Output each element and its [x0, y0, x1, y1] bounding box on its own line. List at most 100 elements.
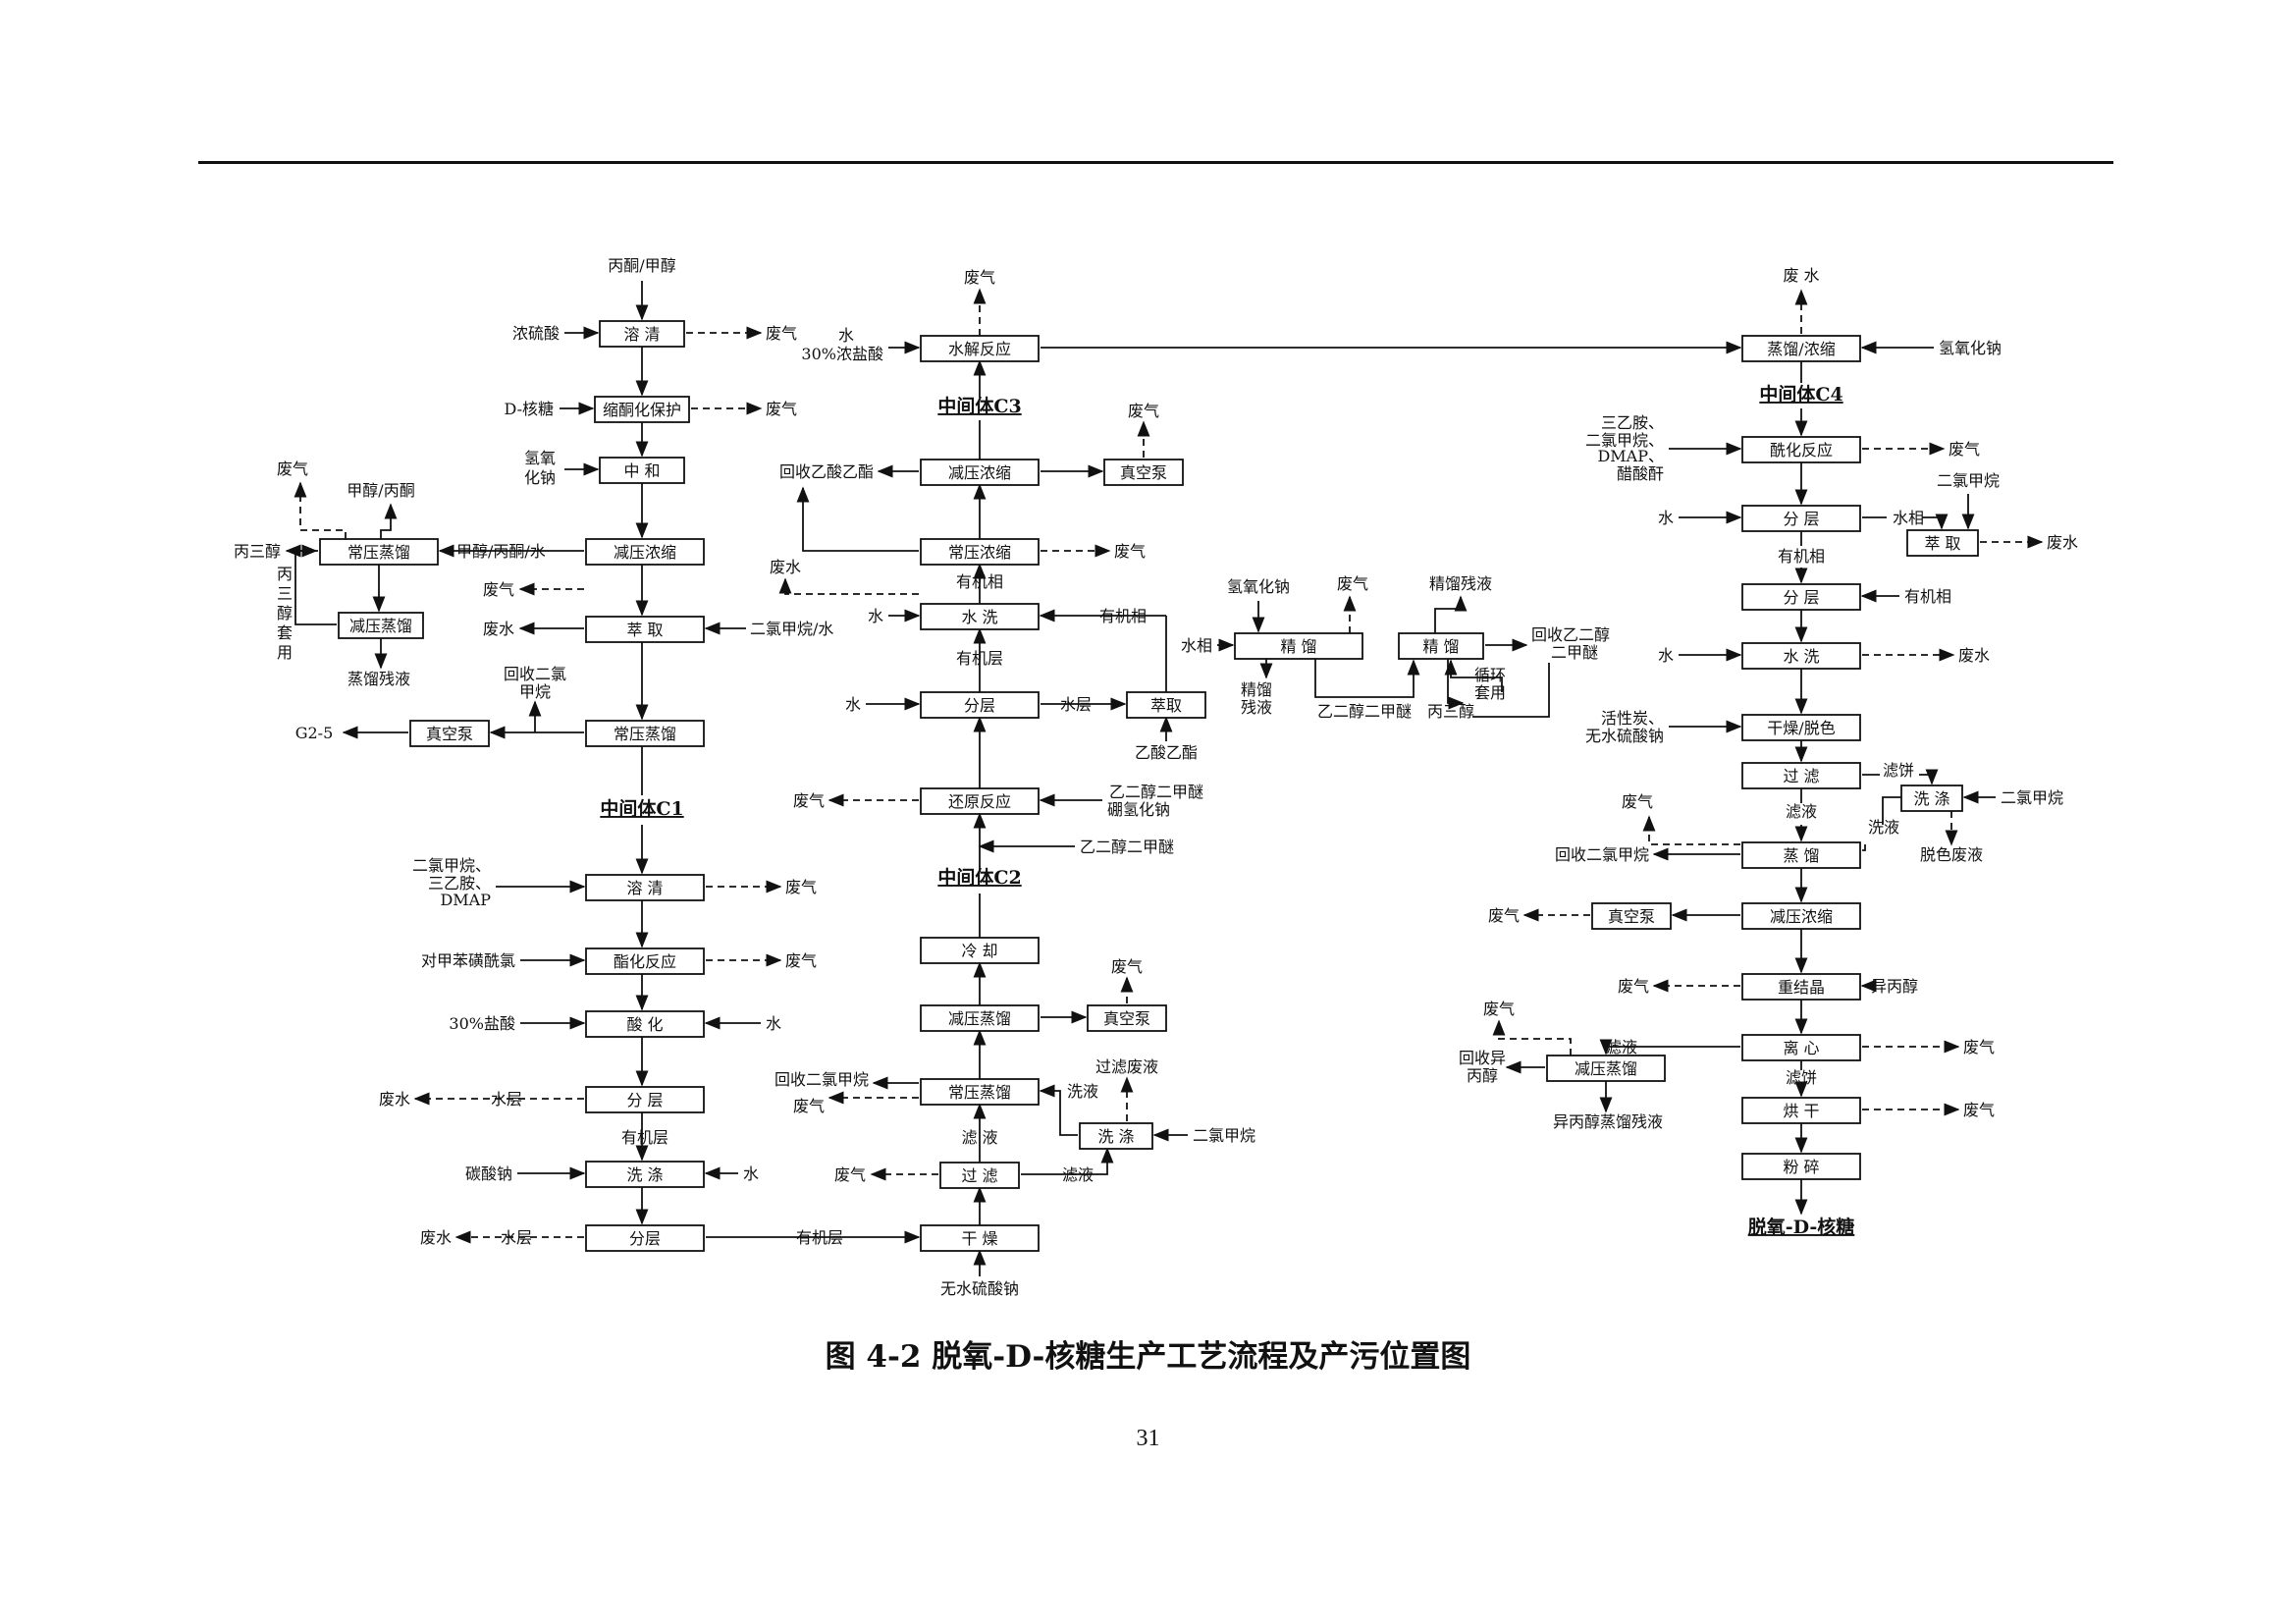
process-step-m-vacpump2: 真空泵	[1103, 459, 1184, 486]
stream-label: 水层	[1060, 695, 1092, 714]
stream-label: 废水	[2047, 533, 2078, 552]
stream-label: 有机相	[1099, 607, 1147, 625]
svg-text:醇: 醇	[277, 604, 293, 623]
process-step-r-centri: 离 心	[1741, 1034, 1861, 1061]
process-step-m-filter: 过 滤	[939, 1162, 1020, 1189]
process-step-label: 减压蒸馏	[948, 1009, 1011, 1028]
svg-text:丙: 丙	[277, 565, 293, 583]
stream-label: 废水	[379, 1090, 410, 1109]
stream-label: 30%盐酸	[449, 1014, 515, 1033]
stream-label: 异丙醇蒸馏残液	[1553, 1112, 1663, 1131]
process-step-label: 萃 取	[1924, 534, 1960, 553]
process-step-m-vacpump: 真空泵	[1087, 1004, 1167, 1032]
process-step-c2a-layer2: 分层	[585, 1224, 705, 1252]
process-step-label: 酰化反应	[1770, 441, 1833, 460]
stream-label: 无水硫酸钠	[940, 1279, 1019, 1298]
stream-label: 有机相	[1778, 547, 1825, 566]
stream-label: 水	[845, 695, 861, 714]
process-step-label: 萃取	[1150, 696, 1182, 715]
stream-label: 脱色废液	[1920, 845, 1983, 864]
stream-label: 回收二氯甲烷	[774, 1070, 869, 1089]
stream-label: 循环	[1474, 666, 1506, 684]
page-header-rule	[198, 161, 2113, 164]
stream-label: 有机相	[1904, 587, 1951, 606]
process-step-c2a-acid: 酸 化	[585, 1010, 705, 1038]
process-step-label: 还原反应	[948, 792, 1011, 811]
stream-label: DMAP	[440, 891, 491, 909]
process-step-m-atmconc: 常压浓缩	[920, 538, 1040, 566]
stream-label: 滤液	[1062, 1165, 1094, 1184]
process-step-label: 水解反应	[948, 340, 1011, 358]
stream-label: 无水硫酸钠	[1585, 727, 1664, 745]
process-step-label: 洗 涤	[1097, 1127, 1134, 1146]
intermediate-heading: 脱氧-D-核糖	[1748, 1216, 1855, 1238]
process-step-c1-neutral: 中 和	[599, 457, 685, 484]
process-step-label: 离 心	[1783, 1039, 1819, 1057]
process-step-r-acyl: 酰化反应	[1741, 436, 1861, 463]
stream-label: 废气	[1949, 440, 1980, 459]
process-step-label: 常压蒸馏	[948, 1083, 1011, 1102]
process-step-label: 分层	[629, 1229, 661, 1248]
stream-label: 乙二醇二甲醚	[1317, 702, 1412, 721]
stream-label: 套用	[1474, 683, 1506, 702]
process-step-label: 真空泵	[1608, 907, 1655, 926]
process-step-label: 水 洗	[961, 608, 997, 626]
process-steps: 溶 清缩酮化保护中 和减压浓缩常压蒸馏减压蒸馏萃 取常压蒸馏真空泵溶 清酯化反应…	[319, 320, 1979, 1252]
process-step-label: 分 层	[1783, 510, 1819, 528]
process-step-m-vacconc: 减压浓缩	[920, 459, 1040, 486]
stream-label: 废气	[785, 878, 817, 896]
process-step-c2a-dissolve: 溶 清	[585, 874, 705, 901]
process-step-label: 减压浓缩	[948, 463, 1011, 482]
intermediate-heading: 中间体C3	[937, 395, 1021, 417]
process-step-label: 蒸馏/浓缩	[1767, 340, 1835, 358]
process-step-r-filter: 过 滤	[1741, 762, 1861, 789]
stream-label: 废气	[766, 400, 797, 418]
stream-label: 二氯甲烷	[2001, 788, 2063, 807]
figure-caption: 图 4-2 脱氧-D-核糖生产工艺流程及产污位置图	[825, 1339, 1471, 1375]
process-step-rect-2: 精 馏	[1398, 632, 1484, 660]
process-step-r-layer2: 分 层	[1741, 583, 1861, 611]
stream-label: 洗液	[1067, 1082, 1098, 1101]
stream-label: 废水	[420, 1228, 452, 1247]
intermediate-heading: 中间体C4	[1759, 383, 1842, 406]
stream-label: 甲烷	[519, 682, 551, 701]
stream-label: 废气	[1618, 977, 1649, 996]
stream-label: 水相	[1181, 636, 1212, 655]
stream-label: 废气	[1128, 402, 1159, 420]
process-step-label: 减压浓缩	[1770, 907, 1833, 926]
process-step-c1-dissolve: 溶 清	[599, 320, 685, 348]
stream-label: 水层	[491, 1090, 522, 1109]
process-step-label: 真空泵	[1120, 463, 1167, 482]
process-step-r-washcake: 洗 涤	[1900, 785, 1963, 812]
process-step-m-extract: 萃取	[1126, 691, 1206, 719]
stream-label: 浓硫酸	[512, 324, 560, 343]
process-step-label: 干燥/脱色	[1767, 719, 1835, 737]
stream-label: 有机相	[956, 572, 1003, 591]
process-step-label: 常压浓缩	[948, 543, 1011, 562]
process-step-c2a-layer: 分 层	[585, 1086, 705, 1113]
process-step-label: 洗 涤	[626, 1165, 663, 1184]
stream-label: 碳酸钠	[465, 1164, 512, 1183]
stream-label: 废气	[1114, 542, 1146, 561]
stream-label: 二氯甲烷	[1937, 471, 2000, 490]
stream-label: 乙酸乙酯	[1135, 743, 1198, 762]
stream-label: 回收二氯甲烷	[1555, 845, 1649, 864]
process-step-m-washcake: 洗 涤	[1079, 1122, 1153, 1150]
stream-label: 废气	[1963, 1038, 1995, 1056]
stream-label: 回收乙二醇	[1531, 625, 1610, 644]
stream-label: 氢氧	[524, 449, 556, 467]
process-step-r-vacpump: 真空泵	[1591, 902, 1672, 930]
stream-label: 二氯甲烷、	[412, 856, 491, 875]
svg-text:套: 套	[277, 623, 293, 642]
stream-label: 洗液	[1868, 818, 1899, 837]
stream-label: 对甲苯磺酰氯	[421, 951, 515, 970]
process-step-c2a-wash: 洗 涤	[585, 1161, 705, 1188]
process-step-label: 酯化反应	[614, 952, 676, 971]
process-step-r-crush: 粉 碎	[1741, 1153, 1861, 1180]
stream-label: 回收乙酸乙酯	[779, 462, 874, 481]
stream-label: 废水	[483, 620, 514, 638]
stream-label: 废水	[770, 558, 801, 576]
process-step-label: 精 馏	[1280, 637, 1316, 656]
stream-label: 丙酮/甲醇	[608, 256, 675, 275]
process-step-m-atmdist: 常压蒸馏	[920, 1078, 1040, 1106]
